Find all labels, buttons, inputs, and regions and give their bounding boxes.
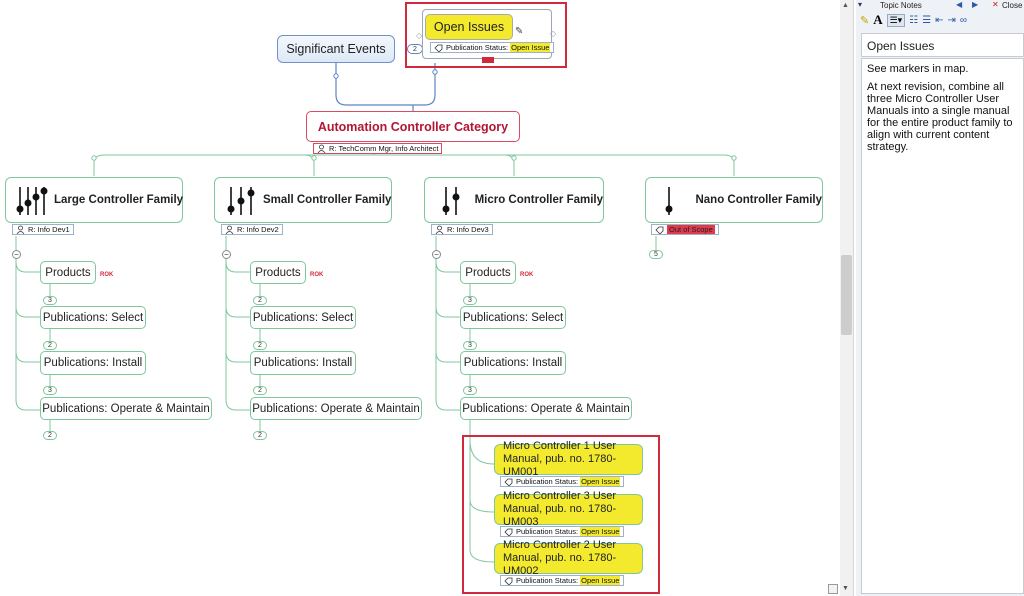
corner-box[interactable] — [828, 584, 838, 594]
forward-icon[interactable]: ▶ — [972, 0, 979, 9]
count-badge[interactable]: 3 — [463, 296, 477, 305]
status-tag: Publication Status:Open Issue — [500, 575, 625, 586]
notes-icon[interactable]: ✎ — [515, 26, 524, 37]
count-badge[interactable]: 2 — [253, 341, 267, 350]
topic-publications-select[interactable]: Publications: Select — [40, 306, 146, 329]
scroll-down-icon[interactable]: ▼ — [842, 585, 849, 592]
count-badge[interactable]: 2 — [253, 431, 267, 440]
central-role-tag: R: TechComm Mgr, Info Architect — [313, 143, 443, 154]
count-badge[interactable]: 2 — [253, 386, 267, 395]
close-label[interactable]: Close — [1002, 1, 1023, 10]
slider-icon — [221, 182, 259, 218]
notes-paragraph: At next revision, combine all three Micr… — [867, 81, 1013, 153]
topic-publications-install[interactable]: Publications: Install — [250, 351, 356, 375]
notes-body-editor[interactable]: See markers in map. At next revision, co… — [861, 58, 1024, 594]
selection-highlight — [462, 435, 660, 594]
mind-map-canvas[interactable]: Significant Events 2 Open Issues ✎ Publi… — [0, 0, 840, 596]
count-badge[interactable]: 3 — [43, 296, 57, 305]
status-tag: Publication Status:Open Issue — [500, 526, 625, 537]
vertical-scrollbar[interactable]: ▲ ▼ — [840, 0, 854, 596]
topic-publications-install[interactable]: Publications: Install — [40, 351, 146, 375]
scroll-up-icon[interactable]: ▲ — [842, 2, 849, 9]
scrollbar-thumb[interactable] — [841, 255, 852, 335]
status-tag: Publication Status:Open Issue — [500, 476, 625, 487]
notes-title-field[interactable]: Open Issues — [861, 33, 1024, 57]
person-icon — [225, 225, 234, 234]
person-icon — [16, 225, 25, 234]
format-painter-icon[interactable]: ✎ — [860, 14, 870, 27]
pane-menu-icon[interactable]: ▾ — [858, 0, 863, 9]
person-icon — [317, 144, 326, 153]
topic-publications-select[interactable]: Publications: Select — [250, 306, 356, 329]
collapse-toggle[interactable]: − — [222, 250, 231, 259]
numbered-list-icon[interactable]: ☷ — [909, 14, 919, 26]
slider-icon — [652, 182, 691, 218]
topic-nano-controller-family[interactable]: Nano Controller Family — [645, 177, 823, 223]
collapsed-count-badge[interactable]: 5 — [649, 250, 663, 259]
back-icon[interactable]: ◀ — [956, 0, 963, 9]
tag-icon — [504, 577, 513, 585]
role-tag: R: Info Dev1 — [12, 224, 74, 235]
count-badge[interactable]: 3 — [463, 341, 477, 350]
topic-significant-events[interactable]: Significant Events — [277, 35, 395, 63]
topic-publications-install[interactable]: Publications: Install — [460, 351, 566, 375]
topic-publications-select[interactable]: Publications: Select — [460, 306, 566, 329]
collapse-toggle[interactable]: − — [432, 250, 441, 259]
rok-marker: ROK — [520, 272, 534, 278]
tag-icon — [434, 44, 443, 52]
count-badge[interactable]: 3 — [463, 386, 477, 395]
tag-icon — [504, 478, 513, 486]
resize-handle[interactable] — [482, 57, 494, 63]
person-icon — [435, 225, 444, 234]
bullet-list-icon[interactable]: ☰ — [922, 14, 932, 26]
role-tag: R: Info Dev2 — [221, 224, 283, 235]
notes-paragraph: See markers in map. — [867, 63, 969, 75]
collapse-toggle[interactable]: − — [12, 250, 21, 259]
role-tag: R: Info Dev3 — [431, 224, 493, 235]
tag-icon — [655, 226, 664, 234]
central-topic[interactable]: Automation Controller Category — [306, 111, 520, 142]
connector-lines — [15, 63, 737, 563]
topic-publications-operate[interactable]: Publications: Operate & Maintain — [40, 397, 212, 420]
scope-tag: Out of Scope — [651, 224, 719, 235]
count-badge[interactable]: 2 — [43, 431, 57, 440]
topic-large-controller-family[interactable]: Large Controller Family — [5, 177, 183, 223]
status-tag: Publication Status:Open Issue — [430, 42, 555, 53]
close-icon[interactable]: ✕ — [992, 0, 999, 9]
count-badge[interactable]: 3 — [43, 386, 57, 395]
topic-small-controller-family[interactable]: Small Controller Family — [214, 177, 392, 223]
right-handle-icon[interactable]: ◇ — [550, 29, 557, 38]
selection-highlight — [405, 2, 567, 68]
notes-toolbar: ✎ A ☰▾ ☷ ☰ ⇤ ⇥ ∞ — [860, 11, 1024, 29]
outdent-icon[interactable]: ⇤ — [935, 14, 944, 26]
slider-icon — [12, 182, 50, 218]
topic-open-issues[interactable]: Open Issues — [425, 14, 513, 40]
indent-icon[interactable]: ⇥ — [947, 14, 956, 26]
count-badge[interactable]: 2 — [253, 296, 267, 305]
topic-micro-controller-family[interactable]: Micro Controller Family — [424, 177, 604, 223]
align-icon[interactable]: ☰▾ — [886, 13, 906, 27]
count-badge[interactable]: 2 — [43, 341, 57, 350]
topic-products[interactable]: Products — [250, 261, 306, 284]
link-icon[interactable]: ∞ — [959, 14, 968, 26]
topic-publications-operate[interactable]: Publications: Operate & Maintain — [250, 397, 422, 420]
topic-products[interactable]: Products — [40, 261, 96, 284]
font-icon[interactable]: A — [873, 12, 883, 27]
rok-marker: ROK — [100, 272, 114, 278]
slider-icon — [431, 182, 471, 218]
rok-marker: ROK — [310, 272, 324, 278]
pane-title: Topic Notes — [880, 1, 922, 10]
tag-icon — [504, 528, 513, 536]
topic-notes-pane: Topic Notes ▾ ◀ ▶ ✕ Close ✎ A ☰▾ ☷ ☰ ⇤ ⇥… — [856, 0, 1024, 596]
topic-publications-operate[interactable]: Publications: Operate & Maintain — [460, 397, 632, 420]
topic-products[interactable]: Products — [460, 261, 516, 284]
left-handle-icon[interactable]: ◇ — [416, 31, 423, 40]
